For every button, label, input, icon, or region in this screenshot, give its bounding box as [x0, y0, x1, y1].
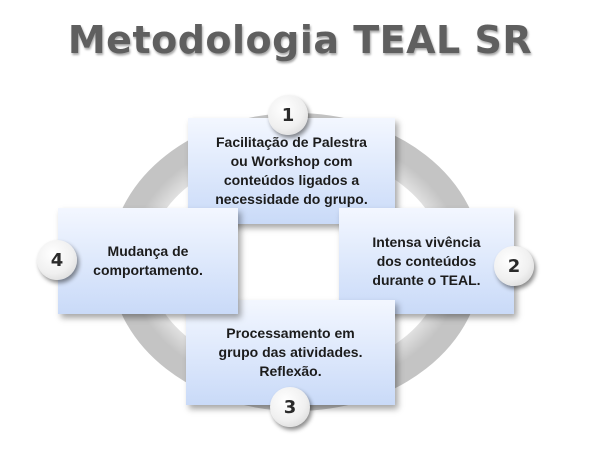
step-number-badge-2: 2 — [494, 246, 534, 286]
diagram-title: Metodologia TEAL SR — [67, 18, 533, 62]
step-box-3: Processamento em grupo das atividades. R… — [186, 300, 395, 405]
step-text-1: Facilitação de Palestra ou Workshop com … — [215, 134, 368, 207]
step-box-1: Facilitação de Palestra ou Workshop com … — [188, 118, 395, 224]
step-box-4: Mudança de comportamento. — [58, 208, 238, 314]
step-text-2: Intensa vivência dos conteúdos durante o… — [372, 233, 481, 288]
step-text-3: Processamento em grupo das atividades. R… — [218, 325, 363, 379]
step-number-badge-3: 3 — [270, 387, 310, 427]
step-number-badge-4: 4 — [37, 240, 77, 280]
step-text-4: Mudança de comportamento. — [93, 243, 203, 278]
step-box-2: Intensa vivência dos conteúdos durante o… — [339, 208, 514, 314]
step-number-badge-1: 1 — [268, 95, 308, 135]
